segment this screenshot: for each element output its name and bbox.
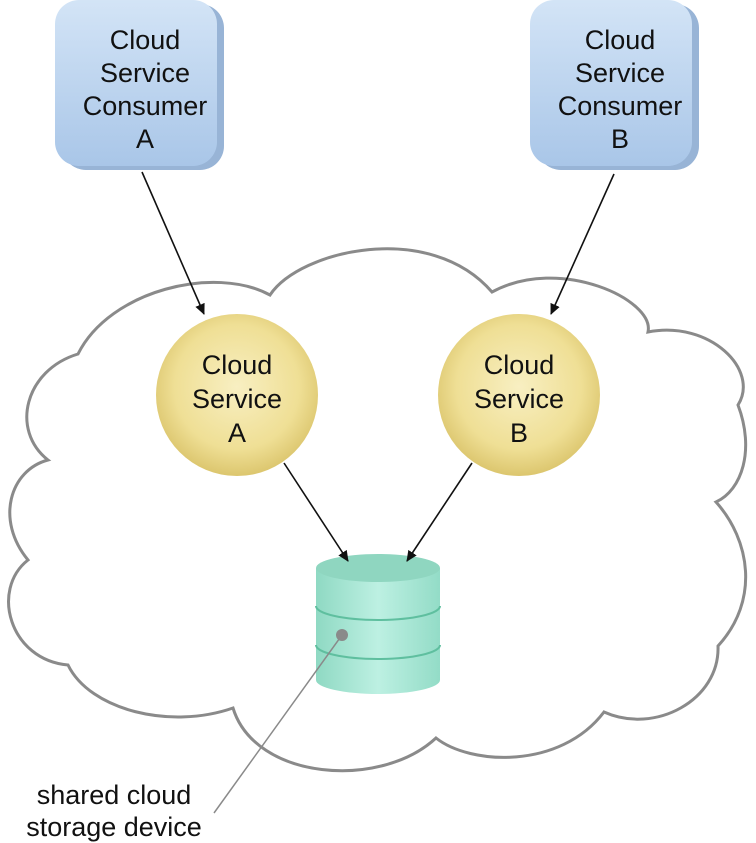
- service-b-label-line-2: Service: [474, 384, 564, 414]
- shared-cloud-storage-device: [315, 554, 441, 694]
- cloud-service-consumer-b: Cloud Service Consumer B: [530, 0, 699, 170]
- consumer-a-label-line-1: Cloud: [110, 25, 181, 55]
- consumer-b-label-line-3: Consumer: [558, 91, 683, 121]
- arrow-service-a-to-storage: [283, 462, 349, 562]
- service-a-label-line-2: Service: [192, 384, 282, 414]
- arrow-consumer-a-to-service-a: [141, 171, 205, 315]
- callout-leader-line: [213, 634, 343, 814]
- cloud-service-a: Cloud Service A: [156, 314, 318, 476]
- service-a-label-line-1: Cloud: [202, 350, 273, 380]
- arrow-consumer-b-to-service-b: [550, 173, 615, 315]
- service-b-label-line-3: B: [510, 418, 528, 448]
- arrow-service-b-to-storage: [406, 462, 473, 562]
- service-b-label-line-1: Cloud: [484, 350, 555, 380]
- consumer-a-label-line-3: Consumer: [83, 91, 208, 121]
- service-a-label-line-3: A: [228, 418, 246, 448]
- storage-callout-line-1: shared cloud: [37, 780, 192, 810]
- cloud-service-consumer-a: Cloud Service Consumer A: [55, 0, 224, 170]
- consumer-a-label-line-2: Service: [100, 58, 190, 88]
- consumer-b-label-line-1: Cloud: [585, 25, 656, 55]
- consumer-b-label-line-4: B: [611, 124, 629, 154]
- cloud-service-b: Cloud Service B: [438, 314, 600, 476]
- consumer-a-label-line-4: A: [136, 124, 154, 154]
- storage-callout-line-2: storage device: [26, 812, 202, 842]
- consumer-b-label-line-2: Service: [575, 58, 665, 88]
